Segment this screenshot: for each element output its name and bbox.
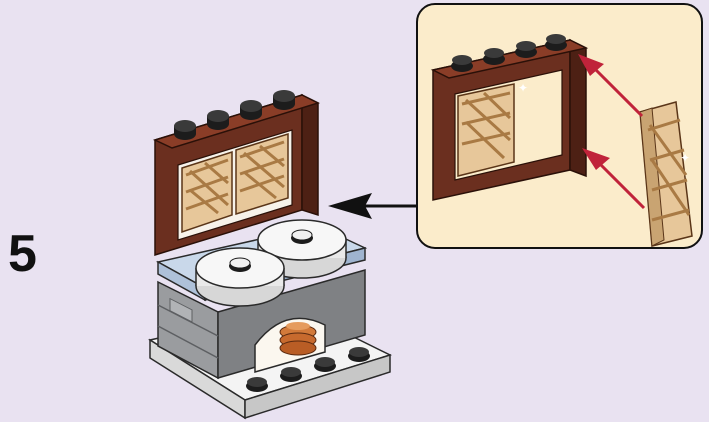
svg-text:✦: ✦: [518, 81, 528, 95]
arrow-left-icon: [328, 193, 420, 219]
callout-box: ✦ ✦: [417, 4, 702, 248]
svg-text:✦: ✦: [680, 151, 690, 165]
main-model: [150, 90, 390, 418]
cooking-pot-front: [196, 248, 284, 306]
